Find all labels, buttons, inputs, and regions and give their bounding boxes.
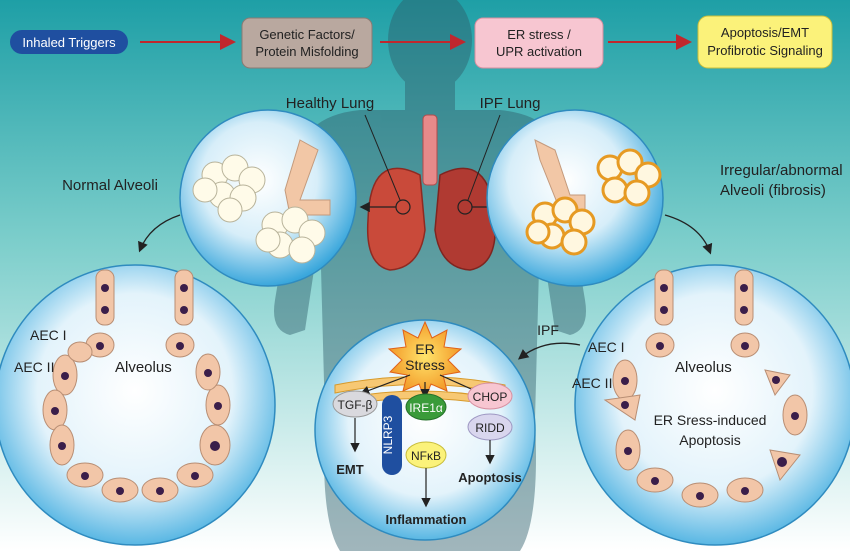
ipf-to-pathway-arrow: [517, 342, 581, 360]
tgf-beta-node: [332, 390, 378, 418]
er-stress-line2: UPR activation: [496, 44, 582, 59]
bronchiole: [284, 139, 331, 216]
genetic-factors-line2: Protein Misfolding: [255, 44, 358, 59]
er-stress-apoptosis-line2: Apoptosis: [679, 432, 740, 448]
ire1a-text: IRE1α: [409, 401, 443, 415]
normal-to-alveolus-arrow: [138, 214, 181, 253]
apoptosis-label: Apoptosis: [458, 470, 522, 485]
abnormal-alveoli-label-line2: Alveoli (fibrosis): [720, 182, 826, 199]
left-alveolus-label: Alveolus: [115, 359, 172, 376]
fibrotic-sac-cluster-1: [596, 148, 662, 207]
fibrotic-to-alveolus-arrow: [664, 214, 713, 255]
alveolar-sac-cluster-1: [192, 154, 266, 223]
inflammation-label: Inflammation: [386, 512, 467, 527]
fibrotic-sac-cluster-2: [525, 196, 596, 256]
apoptosis-emt-box: [697, 15, 833, 69]
ipf-lung-label: IPF Lung: [480, 95, 541, 112]
nlrp3-node: [382, 395, 402, 475]
chop-text: CHOP: [473, 390, 508, 404]
left-aec1-label: AEC I: [30, 327, 67, 343]
fibrotic-alveolus-circle: [574, 264, 850, 546]
chop-node: [467, 382, 513, 410]
right-aec1-label: AEC I: [588, 339, 625, 355]
normal-alveolus-circle: [0, 264, 276, 546]
top-flow: Inhaled Triggers Genetic Factors/ Protei…: [10, 15, 833, 69]
er-to-tgf-arrow: [359, 374, 411, 395]
er-stress-box: [474, 17, 604, 69]
er-stress-line1: ER stress /: [507, 27, 571, 42]
normal-alveoli-bubble: [179, 109, 357, 287]
inhaled-triggers-pill: [10, 30, 128, 54]
abnormal-alveoli-label-line1: Irregular/abnormal: [720, 162, 843, 179]
healthy-lung-shape: [366, 167, 426, 271]
ipf-lung-shape: [434, 167, 497, 271]
er-stress-apoptosis-line1: ER Sress-induced: [654, 412, 767, 428]
fibrotic-bronchiole: [534, 139, 586, 211]
ire1a-node: [405, 393, 447, 421]
alveolar-sac-cluster-2: [255, 206, 326, 264]
fibrotic-alveolus-nuclei: [621, 284, 799, 500]
genetic-factors-box: [241, 17, 373, 69]
nfkb-text: NFκB: [411, 449, 441, 463]
fibrotic-alveoli-bubble: [486, 109, 664, 287]
genetic-factors-line1: Genetic Factors/: [259, 27, 355, 42]
inhaled-triggers-text: Inhaled Triggers: [22, 35, 116, 50]
left-aec2-label: AEC II: [14, 359, 54, 375]
tgf-beta-text: TGF-β: [338, 398, 373, 412]
right-alveolus-label: Alveolus: [675, 359, 732, 376]
lungs-illustration: [366, 114, 497, 271]
ridd-text: RIDD: [475, 421, 505, 435]
ipf-pathway-label: IPF: [537, 322, 559, 338]
apoptosis-emt-line2: Profibrotic Signaling: [707, 43, 823, 58]
er-stress-text-line2: Stress: [405, 357, 445, 373]
nlrp3-text: NLRP3: [381, 415, 395, 454]
ipf-lung-pointer: [467, 114, 501, 201]
normal-alveolus-nuclei: [51, 284, 222, 495]
healthy-lung-label: Healthy Lung: [286, 95, 374, 112]
trachea: [422, 114, 438, 186]
apoptosis-emt-line1: Apoptosis/EMT: [721, 25, 809, 40]
emt-label: EMT: [336, 462, 364, 477]
right-aec2-label: AEC II: [572, 375, 612, 391]
healthy-lung-pointer: [364, 114, 401, 201]
er-stress-pathway-circle: [314, 319, 536, 541]
er-stress-text-line1: ER: [415, 341, 434, 357]
normal-alveoli-label: Normal Alveoli: [62, 177, 158, 194]
